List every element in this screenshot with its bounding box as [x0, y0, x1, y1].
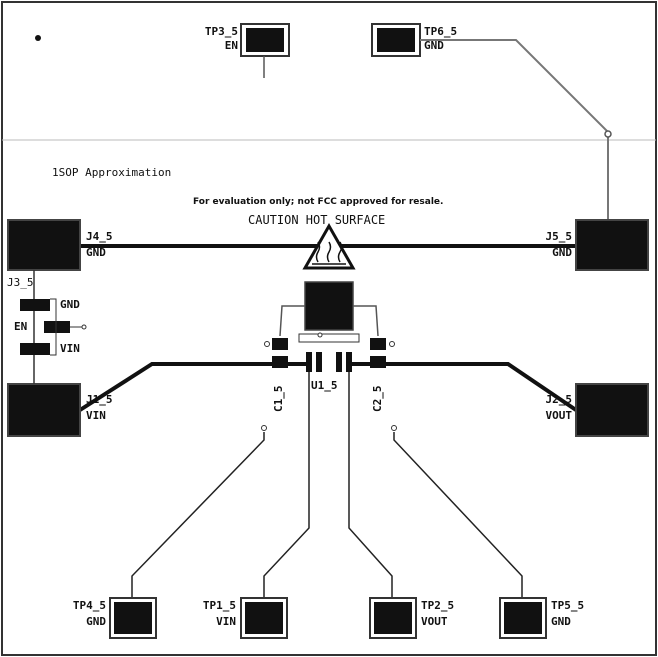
tp2-vout-trace: [348, 372, 393, 598]
vout-trace: [386, 362, 578, 412]
fiducial-dot: [35, 35, 41, 41]
approximation-label: 1SOP Approximation: [52, 166, 172, 179]
tp5-ref-label: TP5_5: [551, 599, 585, 612]
u1-pin-4: [346, 352, 352, 372]
j5-pad[interactable]: [575, 219, 649, 271]
u1-right-copper: [353, 305, 379, 337]
tp6-net-label: GND: [424, 39, 444, 52]
c1-bottom-pad: [272, 356, 288, 368]
u1-pin-2: [316, 352, 322, 372]
tp4-pad[interactable]: [109, 597, 157, 639]
j3-vin-label: VIN: [60, 342, 80, 355]
c2-top-pad: [370, 338, 386, 350]
tp3-net-label: EN: [224, 39, 238, 52]
tp4-trace-via: [261, 425, 267, 431]
caution-text: CAUTION HOT SURFACE: [248, 213, 386, 227]
c2-via: [389, 341, 395, 347]
c1-via: [264, 341, 270, 347]
j3-en-label: EN: [14, 320, 28, 333]
j2-pad[interactable]: [575, 383, 649, 437]
j5-ref-label: J5_5: [545, 230, 573, 243]
tp5-net-label: GND: [551, 615, 571, 628]
c2-bottom-pad: [370, 356, 386, 368]
c2-ref-label: C2_5: [371, 385, 384, 413]
tp5-trace-via: [391, 425, 397, 431]
tp1-ref-label: TP1_5: [202, 599, 236, 612]
u1-pin-3: [336, 352, 342, 372]
u1-via: [317, 332, 323, 338]
j3-header: [20, 270, 87, 384]
tp1-vin-trace: [263, 372, 310, 598]
u1-thermal-pad: [304, 281, 354, 331]
tp1-net-label: VIN: [216, 615, 236, 628]
tp5-pad[interactable]: [499, 597, 547, 639]
j1-net-label: VIN: [86, 409, 106, 422]
tp6-ref-label: TP6_5: [424, 25, 458, 38]
j3-gnd-label: GND: [60, 298, 80, 311]
j2-ref-label: J2_5: [545, 393, 573, 406]
c1-top-pad: [272, 338, 288, 350]
j4-ref-label: J4_5: [86, 230, 113, 243]
j3-ref-label: J3_5: [7, 276, 34, 289]
disclaimer-text: For evaluation only; not FCC approved fo…: [193, 197, 444, 207]
tp3-ref-label: TP3_5: [204, 25, 238, 38]
j1-pad[interactable]: [7, 383, 81, 437]
tp2-ref-label: TP2_5: [421, 599, 455, 612]
tp4-ref-label: TP4_5: [72, 599, 106, 612]
c1-ref-label: C1_5: [272, 385, 285, 413]
u1-pin-1: [306, 352, 312, 372]
j2-net-label: VOUT: [545, 409, 573, 422]
tp6-pad[interactable]: [371, 23, 421, 57]
vin-trace: [78, 362, 272, 412]
u1-left-copper: [279, 305, 305, 337]
tp6-gnd-trace: [420, 39, 609, 222]
u1-outline: [298, 333, 360, 343]
tp2-pad[interactable]: [369, 597, 417, 639]
hot-surface-warning-icon: [302, 222, 356, 270]
tp5-gnd-trace: [393, 432, 523, 598]
tp2-net-label: VOUT: [421, 615, 448, 628]
tp1-pad[interactable]: [240, 597, 288, 639]
tp4-gnd-trace: [131, 432, 265, 598]
tp6-trace-via: [604, 130, 612, 138]
j4-pad[interactable]: [7, 219, 81, 271]
j5-net-label: GND: [552, 246, 572, 259]
tp4-net-label: GND: [86, 615, 106, 628]
u1-ref-label: U1_5: [311, 379, 338, 392]
j4-net-label: GND: [86, 246, 106, 259]
j1-ref-label: J1_5: [86, 393, 113, 406]
tp3-pad[interactable]: [240, 23, 290, 57]
